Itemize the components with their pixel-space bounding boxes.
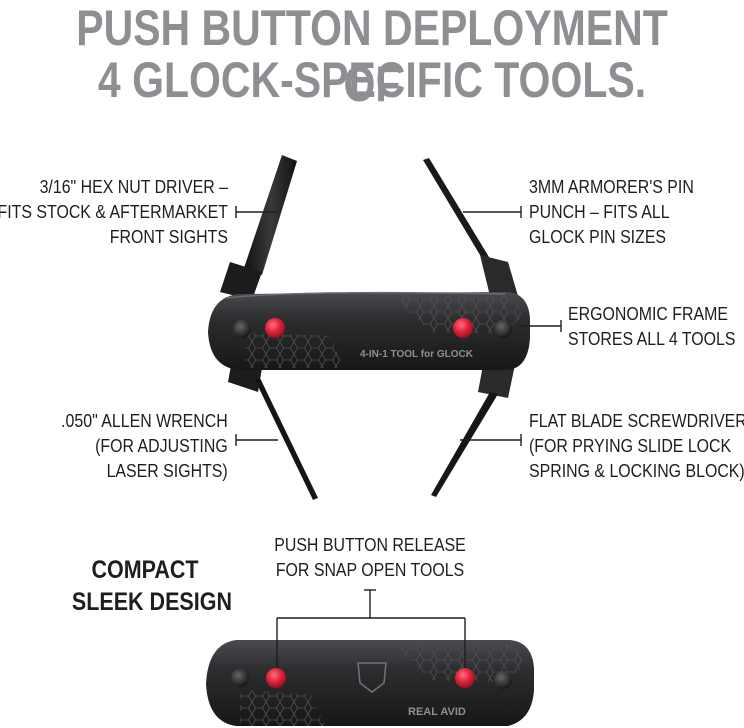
headline-line-2: 4 GLOCK-SPECIFIC TOOLS.: [97, 52, 647, 108]
callout-push-button-line-2: FOR SNAP OPEN TOOLS: [275, 559, 465, 580]
callout-screwdriver-line-3: SPRING & LOCKING BLOCK): [529, 460, 744, 481]
closed-pivot-left: [231, 669, 249, 687]
callout-screwdriver-line-2: (FOR PRYING SLIDE LOCK: [529, 435, 732, 456]
closed-red-button-left[interactable]: [266, 668, 286, 688]
closed-red-button-right[interactable]: [455, 668, 475, 688]
red-release-button-right[interactable]: [453, 318, 473, 338]
hex-driver-tool: [220, 155, 297, 300]
brand-shield-icon: [357, 662, 387, 693]
callout-pin-punch-line-3: GLOCK PIN SIZES: [529, 226, 667, 247]
callout-push-button: PUSH BUTTON RELEASE FOR SNAP OPEN TOOLS: [241, 532, 499, 582]
red-release-button-left[interactable]: [265, 318, 285, 338]
callout-hex-driver-line-1: 3/16" HEX NUT DRIVER –: [39, 176, 229, 197]
callout-screwdriver-line-1: FLAT BLADE SCREWDRIVER: [529, 410, 744, 431]
callout-leaders: [235, 206, 562, 668]
pin-punch-tool: [423, 158, 518, 296]
callout-pin-punch: 3MM ARMORER'S PIN PUNCH – FITS ALL GLOCK…: [529, 174, 694, 249]
callout-pin-punch-line-2: PUNCH – FITS ALL: [529, 201, 670, 222]
headline-line-1: PUSH BUTTON DEPLOYMENT OF: [76, 0, 668, 112]
callout-hex-driver-line-3: FRONT SIGHTS: [109, 226, 228, 247]
compact-line-1: COMPACT: [91, 556, 199, 584]
pivot-screw-left: [233, 320, 251, 338]
closed-pivot-right: [494, 671, 512, 689]
callout-hex-driver-line-2: FITS STOCK & AFTERMARKET: [0, 201, 228, 222]
tool-body-open: 4-IN-1 TOOL for GLOCK: [208, 291, 530, 370]
brand-engraving: REAL AVID: [408, 706, 466, 718]
callout-hex-driver: 3/16" HEX NUT DRIVER – FITS STOCK & AFTE…: [0, 174, 228, 249]
callout-frame-line-1: ERGONOMIC FRAME: [568, 303, 728, 324]
callout-allen-line-2: (FOR ADJUSTING: [95, 435, 228, 456]
callout-frame-line-2: STORES ALL 4 TOOLS: [568, 328, 736, 349]
compact-line-2: SLEEK DESIGN: [71, 588, 232, 616]
screwdriver-tool: [431, 360, 516, 497]
callout-allen-wrench: .050" ALLEN WRENCH (FOR ADJUSTING LASER …: [61, 408, 228, 483]
callout-allen-line-3: LASER SIGHTS): [106, 460, 228, 481]
tool-engraving: 4-IN-1 TOOL for GLOCK: [360, 349, 474, 360]
compact-design-label: COMPACT SLEEK DESIGN: [71, 554, 232, 618]
callout-allen-line-1: .050" ALLEN WRENCH: [61, 410, 228, 431]
callout-screwdriver: FLAT BLADE SCREWDRIVER (FOR PRYING SLIDE…: [529, 408, 744, 483]
callout-pin-punch-line-1: 3MM ARMORER'S PIN: [529, 176, 694, 197]
allen-wrench-tool: [228, 360, 318, 500]
tool-body-closed: REAL AVID: [206, 640, 534, 726]
callout-frame: ERGONOMIC FRAME STORES ALL 4 TOOLS: [568, 301, 735, 351]
pivot-screw-right: [494, 320, 512, 338]
callout-push-button-line-1: PUSH BUTTON RELEASE: [274, 534, 466, 555]
